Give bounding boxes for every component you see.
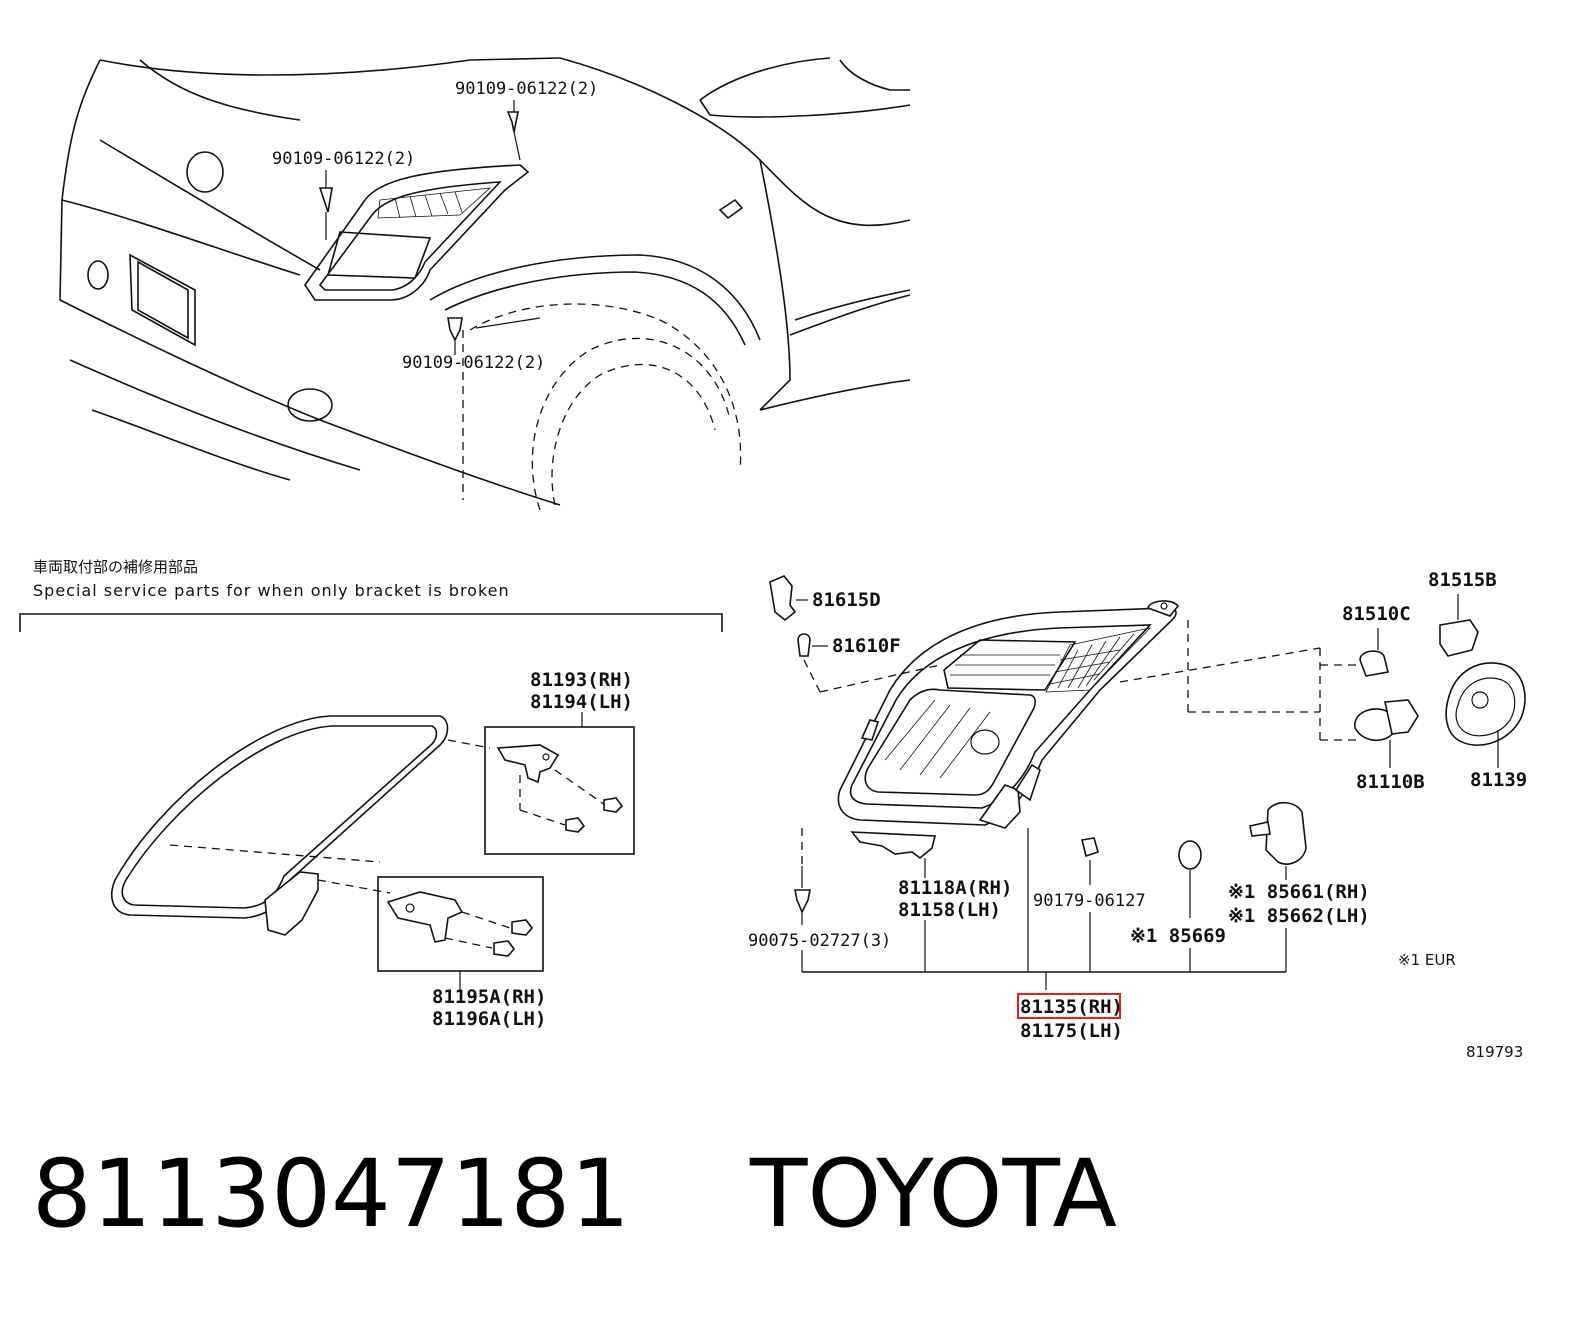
highlight-box <box>1017 993 1121 1019</box>
headlamp-lens <box>111 715 491 936</box>
label-81118a: 81118A(RH) <box>898 877 1012 899</box>
label-81139: 81139 <box>1470 769 1527 791</box>
label-81195a: 81195A(RH) <box>432 986 546 1008</box>
label-90075: 90075-02727(3) <box>748 931 891 951</box>
label-ref-number: 819793 <box>1466 1043 1523 1061</box>
socket-81615d <box>769 575 808 622</box>
service-bracket-line <box>19 613 723 632</box>
screw-left <box>318 170 333 240</box>
footer-part-info: 8113047181 TOYOTA <box>32 1140 1117 1249</box>
ring-85669 <box>1178 840 1202 918</box>
screw-top <box>506 100 521 161</box>
label-81194: 81194(LH) <box>530 691 633 713</box>
headlamp-assembly <box>819 600 1360 829</box>
label-85669: ※1 85669 <box>1130 925 1226 947</box>
footer-part-number: 8113047181 <box>32 1140 631 1249</box>
clip-81118a <box>850 831 937 878</box>
screw-bottom <box>447 317 541 355</box>
label-81135: 81135(RH) <box>1020 996 1123 1018</box>
label-81610f: 81610F <box>832 635 901 657</box>
bulb-81610f <box>797 633 828 693</box>
clip-90179 <box>1081 837 1099 885</box>
footer-brand: TOYOTA <box>749 1140 1117 1249</box>
screw-90075 <box>794 828 811 925</box>
label-81158: 81158(LH) <box>898 899 1001 921</box>
label-85662: ※1 85662(LH) <box>1228 905 1370 927</box>
bulb-81510c <box>1359 628 1389 677</box>
label-81193: 81193(RH) <box>530 669 633 691</box>
label-81615d: 81615D <box>812 589 881 611</box>
label-screw-top: 90109-06122(2) <box>455 79 598 99</box>
label-81175: 81175(LH) <box>1020 1020 1123 1042</box>
label-81510c: 81510C <box>1342 603 1411 625</box>
actuator-85661 <box>1249 801 1307 880</box>
bulb-81110b <box>1354 699 1419 768</box>
socket-81515b <box>1439 594 1479 657</box>
bracket-upper-box <box>484 726 635 855</box>
service-title-en: Special service parts for when only brac… <box>33 581 510 600</box>
bracket-upper <box>496 744 624 833</box>
label-screw-left: 90109-06122(2) <box>272 149 415 169</box>
car-front-illustration <box>59 57 911 511</box>
label-screw-bottom: 90109-06122(2) <box>402 353 545 373</box>
service-title-jp: 車両取付部の補修用部品 <box>33 558 198 576</box>
label-85661: ※1 85661(RH) <box>1228 881 1370 903</box>
label-81196a: 81196A(LH) <box>432 1008 546 1030</box>
cover-81139 <box>1445 662 1526 768</box>
label-90179: 90179-06127 <box>1033 891 1146 911</box>
label-81515b: 81515B <box>1428 569 1497 591</box>
bracket-lower <box>386 891 534 957</box>
label-note-eur: ※1 EUR <box>1398 951 1456 969</box>
label-81110b: 81110B <box>1356 771 1425 793</box>
